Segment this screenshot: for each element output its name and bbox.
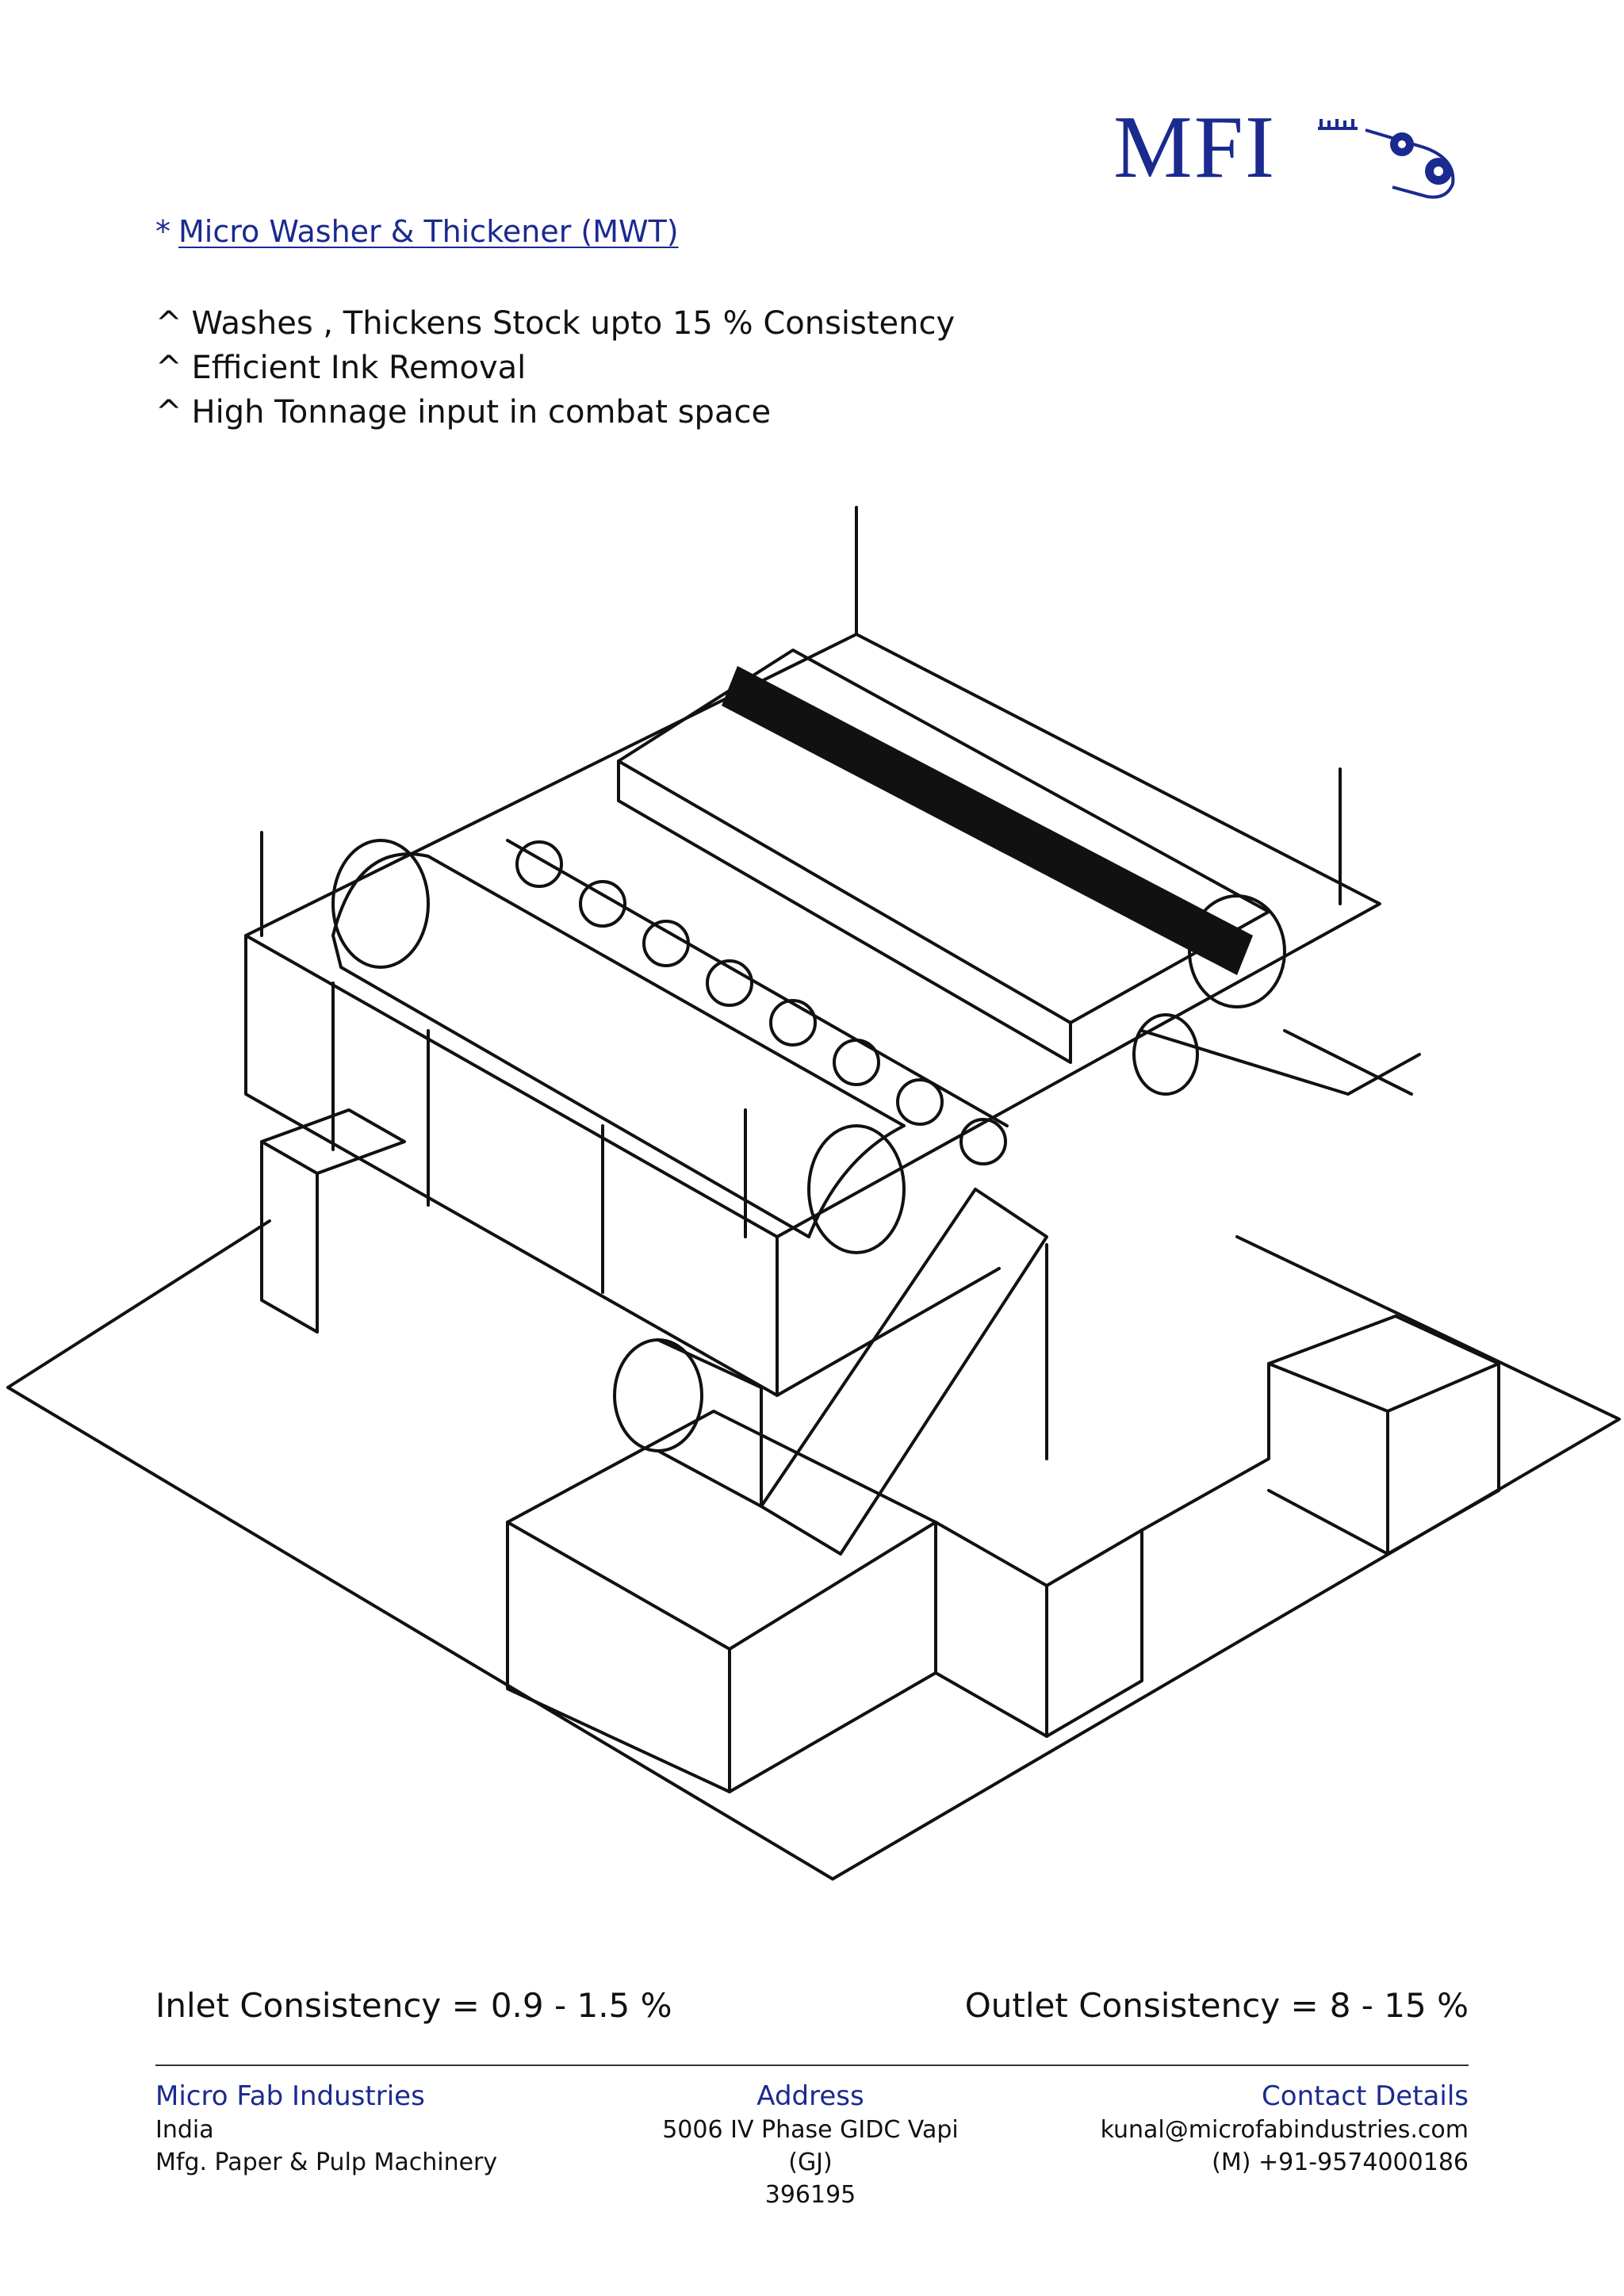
logo-conveyor-icon	[1318, 119, 1455, 199]
outlet-value: 8 - 15 %	[1329, 1986, 1469, 2025]
contact-phone[interactable]: (M) +91-9574000186	[1212, 2149, 1469, 2176]
feature-text: High Tonnage input in combat space	[191, 394, 772, 430]
machine-drawing	[6, 506, 1621, 1881]
contact-email[interactable]: kunal@microfabindustries.com	[1100, 2116, 1469, 2144]
company-country: India	[155, 2116, 214, 2144]
contact-heading: Contact Details	[1262, 2080, 1469, 2112]
product-heading: *Micro Washer & Thickener (MWT)	[155, 214, 679, 249]
footer-divider	[155, 2064, 1469, 2066]
motor-end	[613, 1338, 703, 1452]
front-pedestal	[506, 1410, 937, 1651]
address-street: 5006 IV Phase GIDC Vapi (GJ)	[662, 2116, 959, 2176]
inlet-value: 0.9 - 1.5 %	[490, 1986, 672, 2025]
drum-left	[331, 852, 906, 1238]
feature-list: ^Washes , Thickens Stock upto 15 % Consi…	[155, 301, 955, 434]
footer-address: Address 5006 IV Phase GIDC Vapi (GJ) 396…	[644, 2079, 977, 2211]
base-slab	[6, 1235, 1621, 1881]
outlet-label: Outlet Consistency =	[964, 1986, 1319, 2025]
company-tagline: Mfg. Paper & Pulp Machinery	[155, 2149, 498, 2176]
belt-guard	[760, 1188, 1048, 1556]
inlet-label: Inlet Consistency =	[155, 1986, 480, 2025]
product-title: Micro Washer & Thickener (MWT)	[178, 214, 679, 249]
outlet-consistency: Outlet Consistency = 8 - 15 %	[965, 1986, 1469, 2025]
inlet-consistency: Inlet Consistency = 0.9 - 1.5 %	[155, 1986, 672, 2025]
address-pincode: 396195	[764, 2181, 856, 2209]
footer-company: Micro Fab Industries India Mfg. Paper & …	[155, 2079, 497, 2179]
company-heading: Micro Fab Industries	[155, 2080, 425, 2112]
feature-text: Washes , Thickens Stock upto 15 % Consis…	[191, 305, 956, 342]
feature-text: Efficient Ink Removal	[191, 350, 527, 386]
logo-text: MFI	[1113, 98, 1277, 197]
screw-spirals	[506, 839, 1009, 1165]
tank-top-frame	[244, 633, 1381, 1238]
address-heading: Address	[756, 2080, 864, 2112]
footer-contact: Contact Details kunal@microfabindustries…	[1101, 2079, 1469, 2179]
heading-marker: *	[155, 214, 170, 249]
company-logo: MFI	[1107, 95, 1475, 206]
feature-item: ^Washes , Thickens Stock upto 15 % Consi…	[155, 305, 956, 342]
feature-item: ^Efficient Ink Removal	[155, 350, 527, 386]
feature-item: ^High Tonnage input in combat space	[155, 394, 772, 430]
